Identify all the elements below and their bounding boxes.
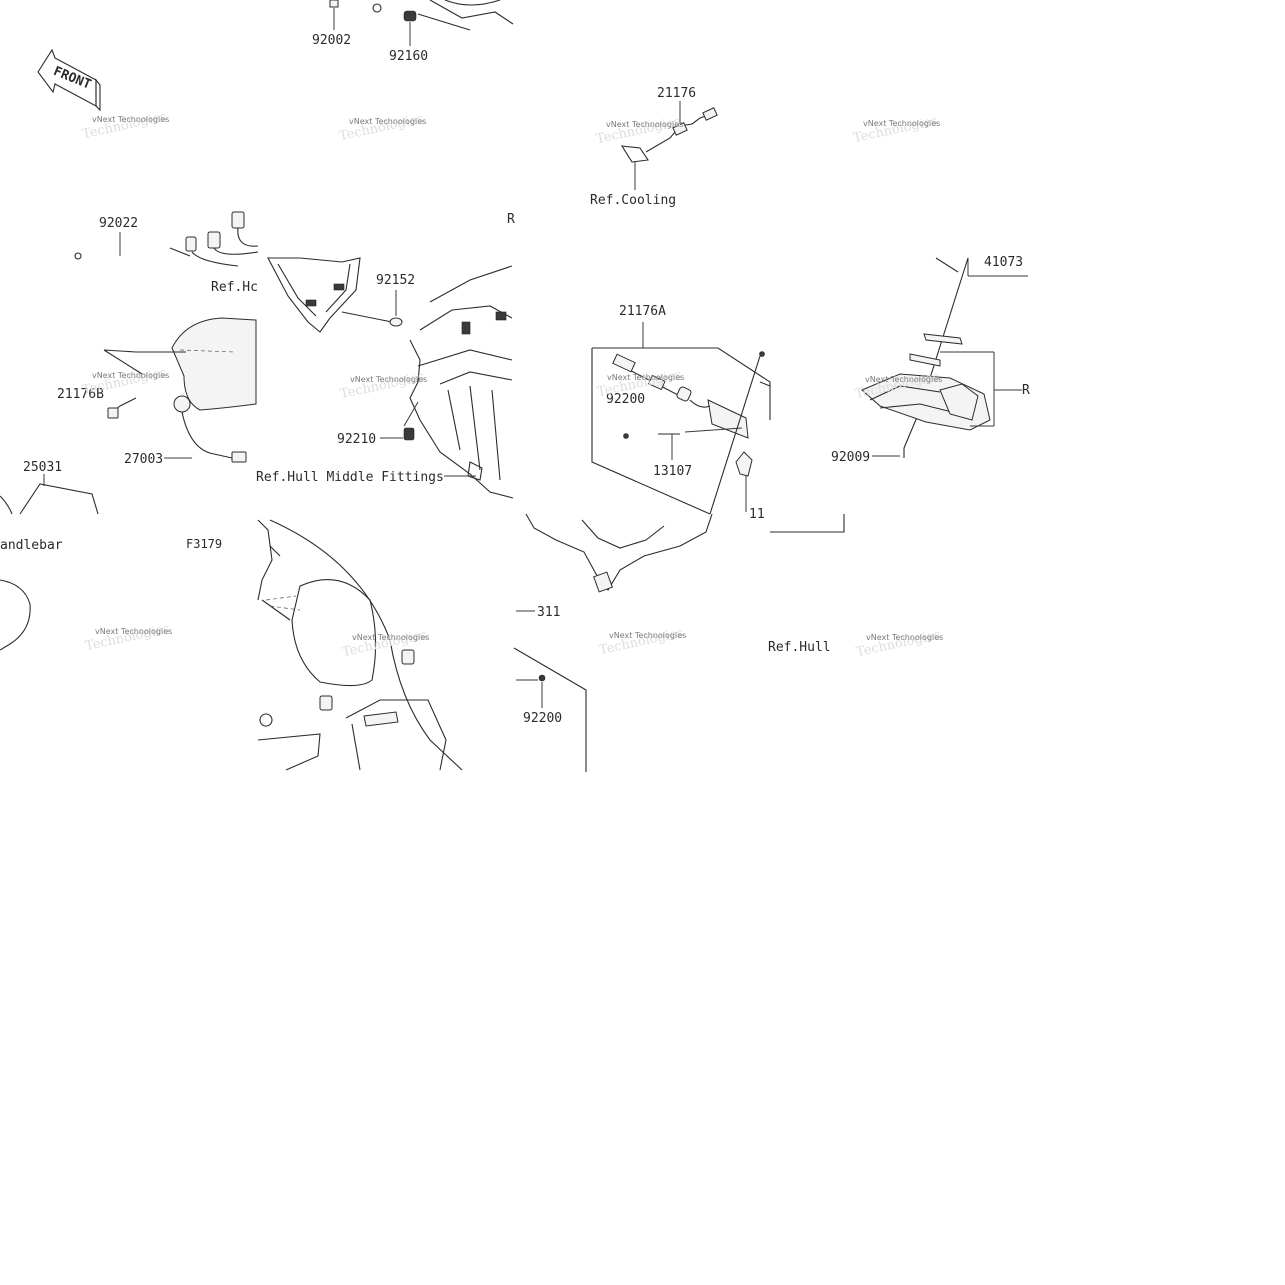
- label-21176: 21176: [657, 86, 696, 101]
- label-92002: 92002: [312, 33, 351, 48]
- watermark: Technologies vNext Technologies: [595, 115, 683, 148]
- label-92160: 92160: [389, 49, 428, 64]
- label-311: 311: [537, 605, 560, 620]
- svg-text:vNext Technologies: vNext Technologies: [95, 627, 172, 636]
- svg-text:vNext Technologies: vNext Technologies: [349, 117, 426, 126]
- lid-41073: [861, 257, 1028, 458]
- sensor-21176: [620, 101, 718, 190]
- watermark: Technologies vNext Technologies: [341, 628, 429, 661]
- label-handlebar: andlebar: [0, 538, 63, 553]
- bracket-92200-lower: [513, 610, 587, 772]
- watermark: Technologies vNext Technologies: [855, 628, 943, 661]
- svg-text:vNext Technologies: vNext Technologies: [606, 120, 683, 129]
- watermark: Technologies vNext Technologies: [338, 112, 426, 145]
- svg-text:vNext Technologies: vNext Technologies: [92, 115, 169, 124]
- label-21176A: 21176A: [619, 304, 666, 319]
- label-27003: 27003: [124, 452, 163, 467]
- svg-text:vNext Technologies: vNext Technologies: [350, 375, 427, 384]
- storage-bin-left: [103, 317, 257, 463]
- svg-text:vNext Technologies: vNext Technologies: [863, 119, 940, 128]
- hull-lower-left-crop: [257, 519, 463, 771]
- label-21176B: 21176B: [57, 387, 104, 402]
- svg-text:vNext Technologies: vNext Technologies: [607, 373, 684, 382]
- handle-25031: [0, 474, 99, 515]
- watermark: Technologies vNext Technologies: [81, 110, 169, 143]
- mask-lower: [0, 772, 1285, 1285]
- label-ref-cooling: Ref.Cooling: [590, 193, 676, 208]
- label-ref-hull: Ref.Hull: [768, 640, 831, 655]
- label-11-fragment: 11: [749, 507, 765, 522]
- label-25031: 25031: [23, 460, 62, 475]
- watermark: Technologies vNext Technologies: [339, 370, 427, 403]
- svg-text:vNext Technologies: vNext Technologies: [609, 631, 686, 640]
- sensor-box-21176A: [591, 322, 771, 515]
- hull-lower-right-crop: [525, 513, 845, 593]
- front-arrow-text: FRONT: [51, 64, 93, 93]
- label-92022: 92022: [99, 216, 138, 231]
- handlebar-curve: [0, 579, 31, 651]
- figure-code: F3179: [186, 537, 222, 551]
- fastener-group-top: [329, 0, 514, 46]
- svg-text:vNext Technologies: vNext Technologies: [352, 633, 429, 642]
- watermark: Technologies vNext Technologies: [84, 622, 172, 655]
- svg-text:vNext Technologies: vNext Technologies: [866, 633, 943, 642]
- svg-text:vNext Technologies: vNext Technologies: [865, 375, 942, 384]
- clip-92210: [380, 401, 419, 441]
- label-92200-lower: 92200: [523, 711, 562, 726]
- svg-text:vNext Technologies: vNext Technologies: [92, 371, 169, 380]
- watermark: Technologies vNext Technologies: [81, 366, 169, 399]
- label-13107: 13107: [653, 464, 692, 479]
- harness-left: [74, 211, 259, 267]
- label-92152: 92152: [376, 273, 415, 288]
- mask-lower-right: [587, 660, 1285, 772]
- label-ref-hc: Ref.Hc: [211, 280, 258, 295]
- label-92210: 92210: [337, 432, 376, 447]
- label-92200-upper: 92200: [606, 392, 645, 407]
- part-labels: 92002 92160 21176 Ref.Cooling 92022 R Re…: [0, 33, 1030, 726]
- label-r-fragment-2: R: [1022, 383, 1030, 398]
- label-r-fragment-1: R: [507, 212, 515, 227]
- label-41073: 41073: [984, 255, 1023, 270]
- hull-panel-upper: [267, 257, 514, 499]
- label-ref-hull-middle: Ref.Hull Middle Fittings: [256, 470, 444, 485]
- watermark: Technologies vNext Technologies: [852, 114, 940, 147]
- watermark: Technologies vNext Technologies: [598, 626, 686, 659]
- label-92009: 92009: [831, 450, 870, 465]
- watermarks: Technologies vNext Technologies Technolo…: [81, 110, 943, 661]
- front-arrow-icon: FRONT: [37, 48, 101, 112]
